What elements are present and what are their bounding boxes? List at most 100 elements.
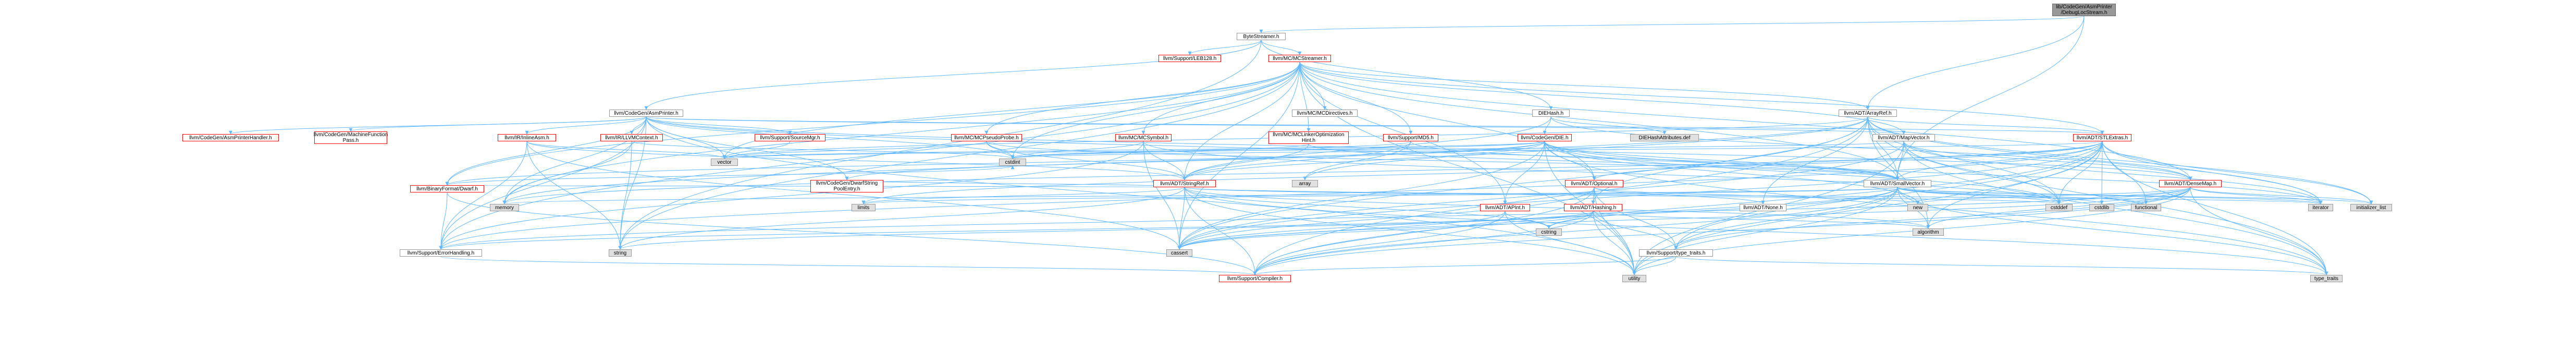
edge-llvmcontext-to-string [618, 141, 632, 250]
graph-node-codegendie[interactable]: llvm/CodeGen/DIE.h [1518, 134, 1572, 141]
graph-node-machinefunctionpass[interactable]: llvm/CodeGen/MachineFunction Pass.h [313, 131, 388, 144]
edge-diehash-to-dieattrdef [1550, 116, 1667, 135]
edge-smallvector-to-iterator [1897, 187, 2323, 204]
graph-node-type_traits: type_traits [2310, 275, 2343, 282]
edge-dwarf-to-compiler [447, 192, 1257, 275]
graph-node-mcstreamer[interactable]: llvm/MC/MCStreamer.h [1268, 55, 1331, 62]
graph-node-mcdirectives[interactable]: llvm/MC/MCDirectives.h [1292, 110, 1358, 117]
edge-hashing-to-cassert [1177, 211, 1594, 250]
edge-mcsymbol-to-cassert [1143, 141, 1181, 250]
graph-node-string: string [609, 249, 632, 257]
edge-arrayref-to-cassert [1177, 116, 1868, 250]
graph-node-apint[interactable]: llvm/ADT/APInt.h [1480, 204, 1530, 211]
edge-mcstreamer-to-stringref [1182, 62, 1300, 180]
graph-node-limits: limits [852, 204, 876, 211]
edge-mcstreamer-to-utility [1299, 62, 1636, 275]
graph-node-dwarfstring[interactable]: llvm/CodeGen/DwarfString PoolEntry.h [810, 180, 883, 192]
edge-optional-to-new [1594, 187, 1920, 204]
graph-node-mcsymbol[interactable]: llvm/MC/MCSymbol.h [1115, 134, 1172, 141]
edge-stringref-to-cassert [1177, 187, 1185, 250]
graph-node-hashing[interactable]: llvm/ADT/Hashing.h [1564, 204, 1622, 211]
edge-mcsymbol-to-stringref [1143, 141, 1187, 180]
edge-mclinker-to-smallvector [1308, 143, 1900, 180]
edge-errorhandling-to-compiler [440, 256, 1256, 275]
edge-smallvector-to-cstring [1547, 187, 1898, 229]
edge-apint-to-compiler [1253, 211, 1506, 275]
graph-node-none[interactable]: llvm/ADT/None.h [1740, 204, 1786, 211]
edge-mcsymbol-to-errorhandling [439, 141, 1144, 250]
graph-node-llvmcontext[interactable]: llvm/IR/LLVMContext.h [600, 134, 663, 141]
edge-dwarf-to-errorhandling [439, 192, 448, 250]
graph-node-dwarf[interactable]: llvm/BinaryFormat/Dwarf.h [410, 185, 484, 192]
edge-md5-to-smallvector [1410, 141, 1900, 180]
edge-mcstreamer-to-errorhandling [439, 62, 1300, 250]
graph-node-md5[interactable]: llvm/Support/MD5.h [1383, 134, 1438, 141]
edge-optional-to-none [1594, 187, 1765, 204]
graph-node-stringref[interactable]: llvm/ADT/StringRef.h [1153, 180, 1216, 187]
edge-mcpseudoprobe-to-vector [722, 141, 987, 159]
edge-mcpseudoprobe-to-stringref [986, 141, 1187, 180]
edge-sourcemgr-to-vector [722, 141, 791, 159]
graph-node-arrayref[interactable]: llvm/ADT/ArrayRef.h [1839, 110, 1897, 117]
graph-node-typetraits[interactable]: llvm/Support/type_traits.h [1639, 249, 1713, 257]
edge-mcstreamer-to-string [618, 62, 1300, 250]
edge-arrayref-to-none [1761, 116, 1868, 204]
edge-mcsymbol-to-cstddef [1143, 141, 2061, 204]
graph-node-asmprinter[interactable]: llvm/CodeGen/AsmPrinter.h [609, 110, 683, 117]
edge-stlextras-to-limits [861, 141, 2103, 204]
edge-arrayref-to-initlist [1867, 116, 2373, 204]
graph-node-sourcemgr[interactable]: llvm/Support/SourceMgr.h [755, 134, 825, 141]
edge-smallvector-to-cstdlib [1897, 187, 2104, 204]
edge-mapvector-to-iterator [1903, 141, 2323, 204]
graph-node-leb128[interactable]: llvm/Support/LEB128.h [1158, 55, 1221, 62]
edge-smallvector-to-limits [862, 187, 1898, 204]
edge-smallvector-to-functional [1897, 187, 2148, 204]
edge-densemap-to-errorhandling [439, 187, 2191, 250]
edge-bytestreamer-to-asmprinter [644, 40, 1262, 110]
edge-densemap-to-type_traits [2190, 187, 2328, 275]
edge-typetraits-to-compiler [1253, 256, 1677, 275]
graph-node-inlineasm[interactable]: llvm/IR/InlineAsm.h [498, 134, 556, 141]
edge-hashing-to-cstring [1547, 211, 1594, 229]
edge-typetraits-to-utility [1632, 256, 1677, 275]
edge-mcsymbol-to-cstdint [1010, 141, 1144, 159]
graph-node-bytestreamer[interactable]: ByteStreamer.h [1237, 33, 1286, 40]
graph-node-memory: memory [490, 204, 519, 211]
edge-stlextras-to-cstddef [2057, 141, 2103, 204]
graph-node-mclinker[interactable]: llvm/MC/MCLinkerOptimization Hint.h [1268, 131, 1349, 144]
graph-node-densemap[interactable]: llvm/ADT/DenseMap.h [2159, 180, 2222, 187]
graph-node-errorhandling[interactable]: llvm/Support/ErrorHandling.h [400, 249, 482, 257]
edge-codegendie-to-new [1544, 141, 1920, 204]
edge-stlextras-to-type_traits [2102, 141, 2328, 275]
edge-stringref-to-limits [861, 187, 1185, 204]
graph-node-cstddef: cstddef [2045, 204, 2073, 211]
edge-codegendie-to-apint [1503, 141, 1545, 204]
graph-node-mapvector[interactable]: llvm/ADT/MapVector.h [1872, 134, 1935, 141]
edge-arrayref-to-array [1303, 116, 1868, 180]
edge-densemap-to-compiler [1253, 187, 2191, 275]
edge-md5-to-stringref [1182, 141, 1411, 180]
graph-node-compiler[interactable]: llvm/Support/Compiler.h [1219, 275, 1291, 282]
graph-node-functional: functional [2131, 204, 2161, 211]
graph-node-stlextras[interactable]: llvm/ADT/STLExtras.h [2073, 134, 2131, 141]
edge-asmprinter-to-sourcemgr [646, 116, 792, 135]
graph-node-root: lib/CodeGen/AsmPrinter /DebugLocStream.h [2052, 4, 2116, 16]
graph-node-mcpseudoprobe[interactable]: llvm/MC/MCPseudoProbe.h [951, 134, 1022, 141]
edge-mcstreamer-to-optional [1299, 62, 1596, 180]
edge-mcstreamer-to-dwarf [445, 62, 1300, 186]
edge-inlineasm-to-stringref [526, 141, 1187, 180]
edge-densemap-to-typetraits [1674, 187, 2191, 250]
edge-dwarf-to-cstdint [447, 165, 1015, 186]
edge-hashing-to-string [618, 211, 1594, 250]
edge-codegendie-to-cstddef [1544, 141, 2061, 204]
edge-optional-to-utility [1594, 187, 1636, 275]
graph-node-diehash[interactable]: DIEHash.h [1532, 110, 1570, 117]
graph-node-smallvector[interactable]: llvm/ADT/SmallVector.h [1864, 180, 1931, 187]
edge-smallvector-to-typetraits [1674, 187, 1898, 250]
graph-node-optional[interactable]: llvm/ADT/Optional.h [1565, 180, 1623, 187]
edge-stringref-to-compiler [1184, 187, 1257, 275]
edge-mcstreamer-to-cassert [1177, 62, 1300, 250]
graph-node-asmprinterhandler[interactable]: llvm/CodeGen/AsmPrinterHandler.h [182, 134, 279, 141]
